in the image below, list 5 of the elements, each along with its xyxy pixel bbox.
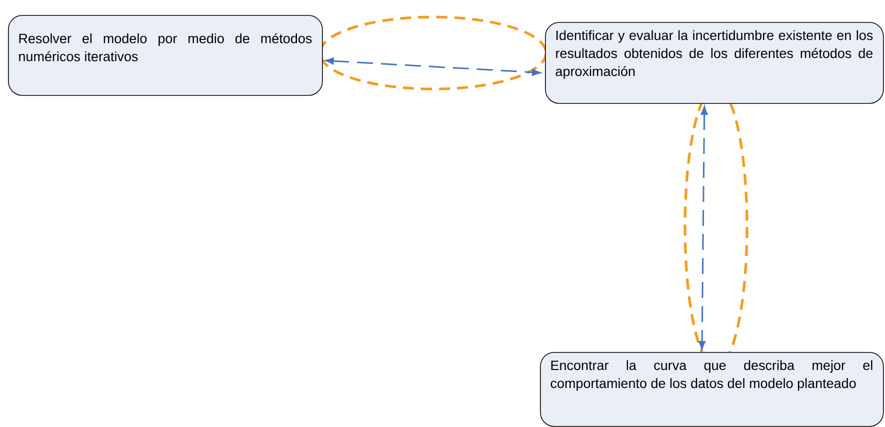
process-box: Encontrar la curva que describa mejor el comportamiento de los datos del modelo planteado — [540, 352, 884, 427]
arrow — [698, 106, 708, 350]
process-box: Identificar y evaluar la incertidumbre existente en los resultados obtenidos de los diferentes métodos de aproximación — [545, 22, 884, 104]
arrow — [325, 58, 541, 76]
process-box: Resolver el modelo por medio de métodos numéricos iterativos — [8, 15, 323, 96]
